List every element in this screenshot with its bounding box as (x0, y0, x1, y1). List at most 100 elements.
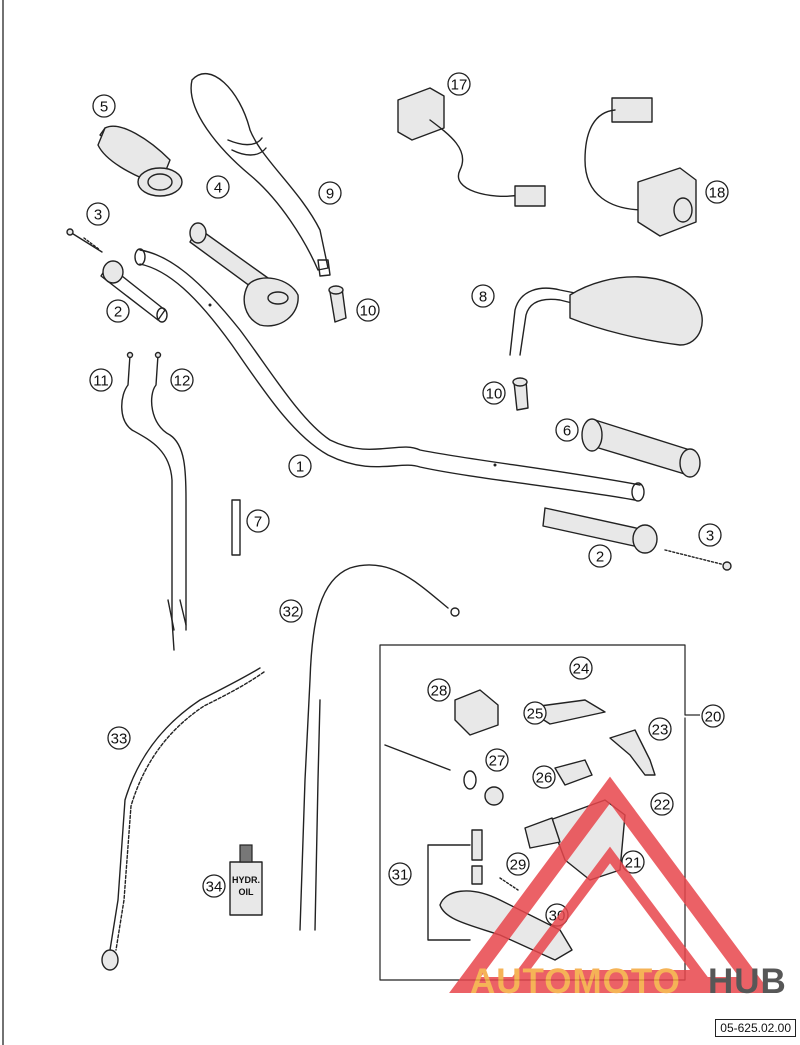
callout-31: 31 (388, 862, 412, 886)
callout-circle (89, 368, 113, 392)
callout-29: 29 (506, 852, 530, 876)
watermark-text-automoto: AUTOMOTO (470, 962, 681, 1001)
callout-32: 32 (279, 599, 303, 623)
bar-end-screw-right (664, 549, 732, 571)
callout-2: 2 (588, 544, 612, 568)
callout-circle (246, 509, 270, 533)
callout-circle (206, 175, 230, 199)
mirror (509, 276, 703, 356)
callout-number: 11 (93, 373, 109, 390)
bottle-label-line-2: OIL (239, 887, 255, 897)
switch-left (397, 87, 546, 207)
callout-circle (202, 874, 226, 898)
callout-number: 20 (705, 709, 722, 726)
fastener-upper (328, 285, 347, 323)
callout-number: 8 (479, 289, 487, 306)
handguard (190, 73, 331, 277)
callout-34: 34 (202, 874, 226, 898)
callout-number: 29 (510, 857, 527, 874)
callout-25: 25 (523, 701, 547, 725)
callout-circle (698, 523, 722, 547)
callout-5: 5 (92, 94, 116, 118)
callout-10: 10 (482, 381, 506, 405)
link-plate (231, 499, 241, 556)
callout-circle (356, 298, 380, 322)
callout-23: 23 (648, 717, 672, 741)
callout-number: 27 (489, 753, 506, 770)
callout-10: 10 (356, 298, 380, 322)
watermark-triangle-inner (510, 846, 710, 980)
callout-number: 28 (431, 683, 448, 700)
brake-group (379, 644, 700, 981)
callout-27: 27 (485, 748, 509, 772)
callout-number: 22 (654, 797, 671, 814)
callout-3: 3 (698, 523, 722, 547)
callout-number: 26 (536, 770, 553, 787)
callout-20: 20 (701, 704, 725, 728)
callout-circle (482, 381, 506, 405)
callout-circle (701, 704, 725, 728)
fastener-lower (512, 377, 529, 411)
callout-2: 2 (106, 299, 130, 323)
callout-1: 1 (288, 454, 312, 478)
callout-circle (106, 299, 130, 323)
callout-circle (92, 94, 116, 118)
callout-number: 12 (174, 373, 191, 390)
callout-number: 32 (283, 604, 300, 621)
callout-6: 6 (555, 418, 579, 442)
handlebar (134, 248, 645, 502)
callout-number: 5 (100, 99, 108, 116)
callout-number: 1 (296, 459, 304, 476)
callout-number: 3 (706, 528, 714, 545)
callout-number: 2 (114, 304, 122, 321)
callout-9: 9 (318, 181, 342, 205)
callout-21: 21 (621, 850, 645, 874)
callout-number: 25 (527, 706, 544, 723)
callout-number: 33 (111, 731, 128, 748)
callout-12: 12 (170, 368, 194, 392)
callout-3: 3 (86, 202, 110, 226)
bottle-label-line-1: HYDR. (232, 875, 260, 885)
watermark: AUTOMOTO HUB (449, 776, 787, 1001)
callout-number: 4 (214, 180, 222, 197)
callout-28: 28 (427, 678, 451, 702)
callout-number: 10 (360, 303, 377, 320)
callout-number: 9 (326, 186, 334, 203)
callout-number: 2 (596, 549, 604, 566)
callout-circle (648, 717, 672, 741)
callout-number: 7 (254, 514, 262, 531)
callout-number: 6 (563, 423, 571, 440)
diagram-id-label: 05-625.02.00 (715, 1019, 796, 1037)
callout-number: 3 (94, 207, 102, 224)
callout-4: 4 (206, 175, 230, 199)
bar-end-right (542, 507, 658, 554)
callout-circle (555, 418, 579, 442)
watermark-text-hub: HUB (708, 962, 787, 1001)
callout-circle (569, 656, 593, 680)
callout-circle (288, 454, 312, 478)
callout-22: 22 (650, 792, 674, 816)
callout-17: 17 (447, 72, 471, 96)
callout-circle (471, 284, 495, 308)
hydraulic-oil-bottle: HYDR. OIL (229, 844, 263, 916)
callout-circle (705, 180, 729, 204)
clutch-cable (299, 564, 460, 931)
grip-left (97, 125, 183, 197)
callout-number: 31 (392, 867, 409, 884)
callout-circle (650, 792, 674, 816)
callout-number: 17 (451, 77, 468, 94)
callout-33: 33 (107, 726, 131, 750)
callout-circle (485, 748, 509, 772)
grip-right (581, 418, 701, 478)
bar-end-screw-left (66, 228, 103, 253)
callout-26: 26 (532, 765, 556, 789)
callout-circle (447, 72, 471, 96)
callout-circle (170, 368, 194, 392)
callout-circle (588, 544, 612, 568)
callout-8: 8 (471, 284, 495, 308)
callout-circle (318, 181, 342, 205)
hydraulic-hose (101, 667, 265, 971)
switch-right (584, 97, 697, 237)
callout-circle (532, 765, 556, 789)
watermark-triangle (449, 776, 771, 993)
